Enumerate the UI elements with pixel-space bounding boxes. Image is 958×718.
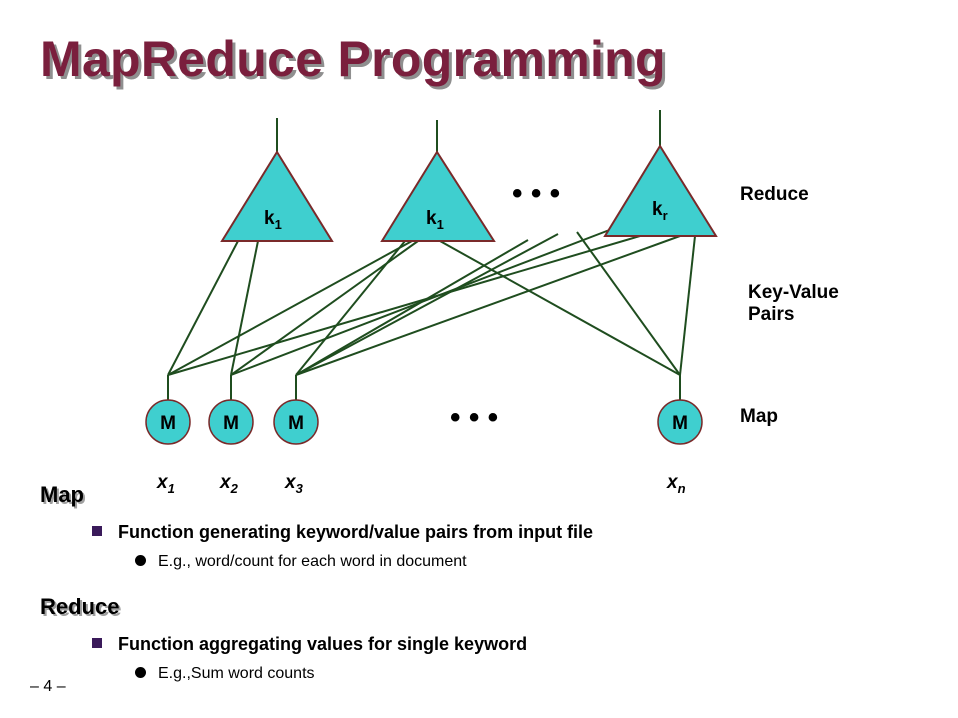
reduce-node-r: kr xyxy=(603,144,718,237)
edge xyxy=(167,240,413,376)
input-x3: x3 xyxy=(284,472,304,496)
map-stage-label: Map xyxy=(740,406,778,427)
reduce-sub-bullet-text: E.g.,Sum word counts xyxy=(158,665,315,682)
map-sub-bullet: E.g., word/count for each word in docume… xyxy=(135,553,467,571)
slide-title: MapReduce Programming xyxy=(40,31,666,87)
svg-text:kr: kr xyxy=(652,199,668,223)
round-bullet-icon xyxy=(135,555,146,566)
edge xyxy=(167,235,641,376)
svg-text:M: M xyxy=(160,413,176,434)
map-node-1: M xyxy=(145,399,191,445)
map-ellipsis: • • • xyxy=(450,401,498,434)
reduce-node-1: k1 xyxy=(220,150,334,242)
square-bullet-icon xyxy=(92,526,102,536)
map-section-heading: Map xyxy=(40,482,84,507)
map-bullet: Function generating keyword/value pairs … xyxy=(92,522,593,543)
map-node-n: M xyxy=(657,399,703,445)
key-value-edges xyxy=(167,110,696,400)
svg-text:k1: k1 xyxy=(426,208,444,232)
reduce-node-2: k1 xyxy=(380,150,496,242)
map-sub-bullet-text: E.g., word/count for each word in docume… xyxy=(158,553,467,570)
reduce-bullet-text: Function aggregating values for single k… xyxy=(118,634,528,654)
edge xyxy=(679,235,696,376)
map-node-3: M xyxy=(273,399,319,445)
reduce-stage-label: Reduce xyxy=(740,184,809,205)
map-node-2: M xyxy=(208,399,254,445)
svg-text:k1: k1 xyxy=(264,208,282,232)
page-number: – 4 – xyxy=(30,678,66,695)
edge xyxy=(295,235,681,376)
input-x1: x1 xyxy=(156,472,175,496)
key-value-line-2: Pairs xyxy=(748,304,795,325)
reduce-bullet: Function aggregating values for single k… xyxy=(92,634,527,655)
edge xyxy=(167,240,239,376)
edge xyxy=(230,240,259,376)
svg-text:M: M xyxy=(223,413,239,434)
key-value-pairs-label: Key-Value Pairs xyxy=(748,282,839,326)
square-bullet-icon xyxy=(92,638,102,648)
input-xn: xn xyxy=(666,472,686,496)
edge xyxy=(230,240,419,376)
reduce-section-heading: Reduce xyxy=(40,594,120,619)
reduce-sub-bullet: E.g.,Sum word counts xyxy=(135,665,315,683)
edge xyxy=(439,240,681,376)
edge xyxy=(295,233,559,376)
reduce-ellipsis: • • • xyxy=(512,177,560,210)
input-x2: x2 xyxy=(219,472,239,496)
key-value-line-1: Key-Value xyxy=(748,282,839,303)
edge xyxy=(295,240,406,376)
edge xyxy=(295,239,529,376)
map-bullet-text: Function generating keyword/value pairs … xyxy=(118,522,594,542)
svg-text:M: M xyxy=(288,413,304,434)
round-bullet-icon xyxy=(135,667,146,678)
svg-text:M: M xyxy=(672,413,688,434)
edge xyxy=(576,231,681,376)
